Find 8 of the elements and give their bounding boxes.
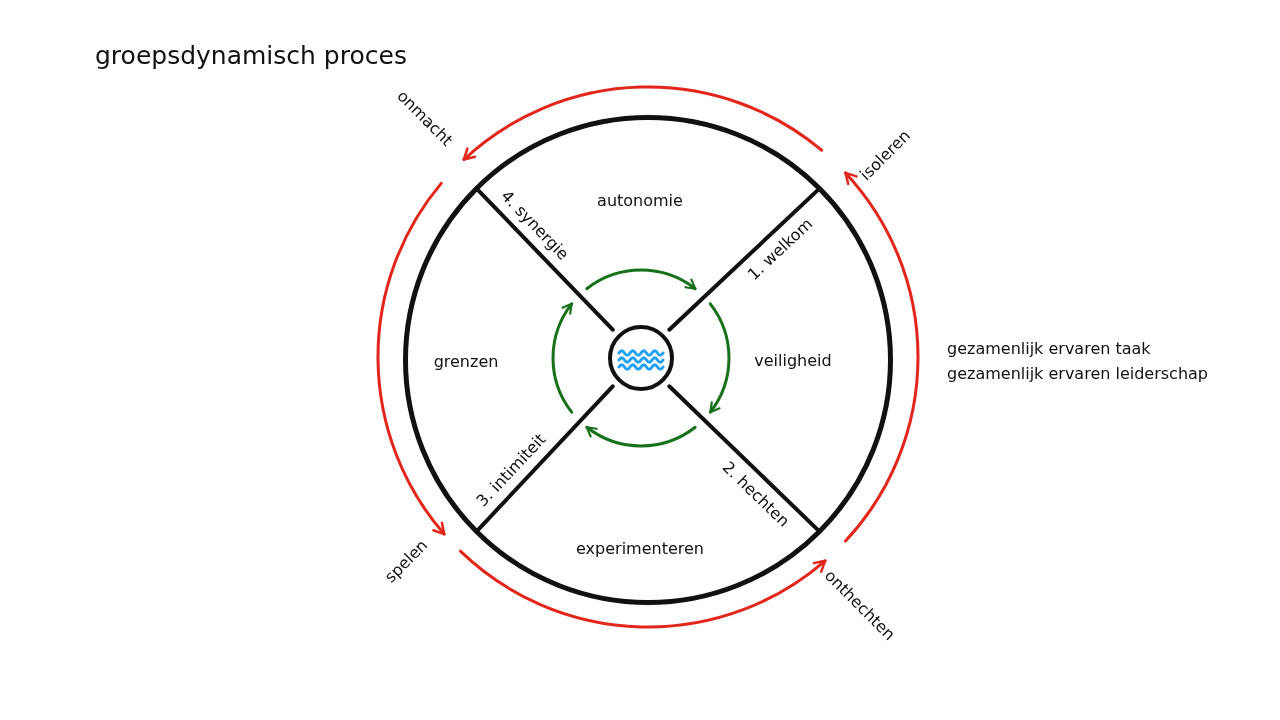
- quadrant-label: autonomie: [597, 190, 683, 210]
- quadrant-label: veiligheid: [754, 350, 832, 370]
- quadrant-label: grenzen: [433, 351, 499, 371]
- note-text: gezamenlijk ervaren taak: [947, 339, 1151, 358]
- center-circle: [608, 325, 674, 391]
- title: groepsdynamisch proces: [95, 41, 407, 71]
- note-text: gezamenlijk ervaren leiderschap: [947, 364, 1208, 383]
- quadrant-label: experimenteren: [576, 538, 704, 558]
